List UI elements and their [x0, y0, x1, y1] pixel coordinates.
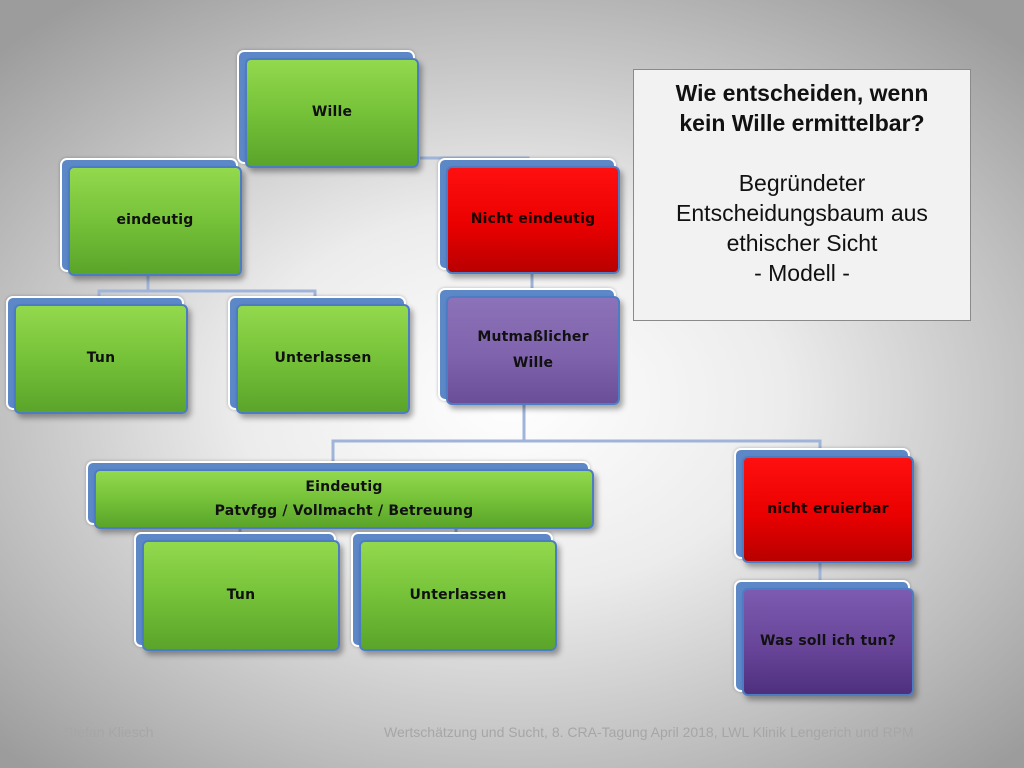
node-wille-label: Wille	[311, 104, 353, 121]
node-unterlassen-1[interactable]: Unterlassen	[228, 296, 410, 414]
info-box-title-line-1: Wie entscheiden, wenn	[675, 80, 929, 106]
node-tun-2-label: Tun	[226, 586, 256, 603]
node-eindeutig[interactable]: eindeutig	[60, 158, 242, 276]
node-eindeutig-patvfgg-line-2: Patvfgg / Vollmacht / Betreuung	[214, 503, 474, 519]
node-unterlassen-2-label: Unterlassen	[409, 586, 507, 603]
node-unterlassen-2[interactable]: Unterlassen	[351, 532, 557, 651]
node-nicht-eindeutig-label: Nicht eindeutig	[470, 211, 596, 228]
connector-mutmasslich-split	[331, 405, 526, 469]
node-mutmasslicher-wille-line-2: Wille	[512, 354, 554, 371]
info-box-title: Wie entscheiden, wenn kein Wille ermitte…	[634, 78, 970, 138]
node-nicht-eindeutig[interactable]: Nicht eindeutig	[438, 158, 620, 274]
node-nicht-eruierbar[interactable]: nicht eruierbar	[734, 448, 914, 563]
node-tun-1-label: Tun	[86, 350, 116, 367]
node-tun-1[interactable]: Tun	[6, 296, 188, 414]
info-box-title-line-2: kein Wille ermittelbar?	[679, 110, 925, 136]
node-wille[interactable]: Wille	[237, 50, 419, 168]
info-box-body-line-2: Entscheidungsbaum aus	[676, 200, 928, 226]
info-box-body-line-4: - Modell -	[754, 260, 850, 286]
node-mutmasslicher-wille[interactable]: Mutmaßlicher Wille	[438, 288, 620, 405]
info-box: Wie entscheiden, wenn kein Wille ermitte…	[633, 69, 971, 321]
info-box-body-line-3: ethischer Sicht	[726, 230, 878, 256]
node-was-soll-ich-tun-label: Was soll ich tun?	[759, 633, 897, 650]
footer-author: Stefan Kliesch	[64, 724, 154, 740]
node-eindeutig-label: eindeutig	[116, 212, 194, 229]
node-mutmasslicher-wille-line-1: Mutmaßlicher	[477, 328, 589, 345]
node-tun-2[interactable]: Tun	[134, 532, 340, 651]
info-box-body-line-1: Begründeter	[738, 170, 866, 196]
node-unterlassen-1-label: Unterlassen	[274, 350, 372, 367]
node-eindeutig-patvfgg[interactable]: Eindeutig Patvfgg / Vollmacht / Betreuun…	[86, 461, 594, 529]
node-eindeutig-patvfgg-line-1: Eindeutig	[305, 478, 383, 495]
node-nicht-eruierbar-label: nicht eruierbar	[767, 500, 889, 517]
node-was-soll-ich-tun[interactable]: Was soll ich tun?	[734, 580, 914, 696]
info-box-body: Begründeter Entscheidungsbaum aus ethisc…	[634, 168, 970, 288]
footer-event: Wertschätzung und Sucht, 8. CRA-Tagung A…	[384, 724, 914, 740]
